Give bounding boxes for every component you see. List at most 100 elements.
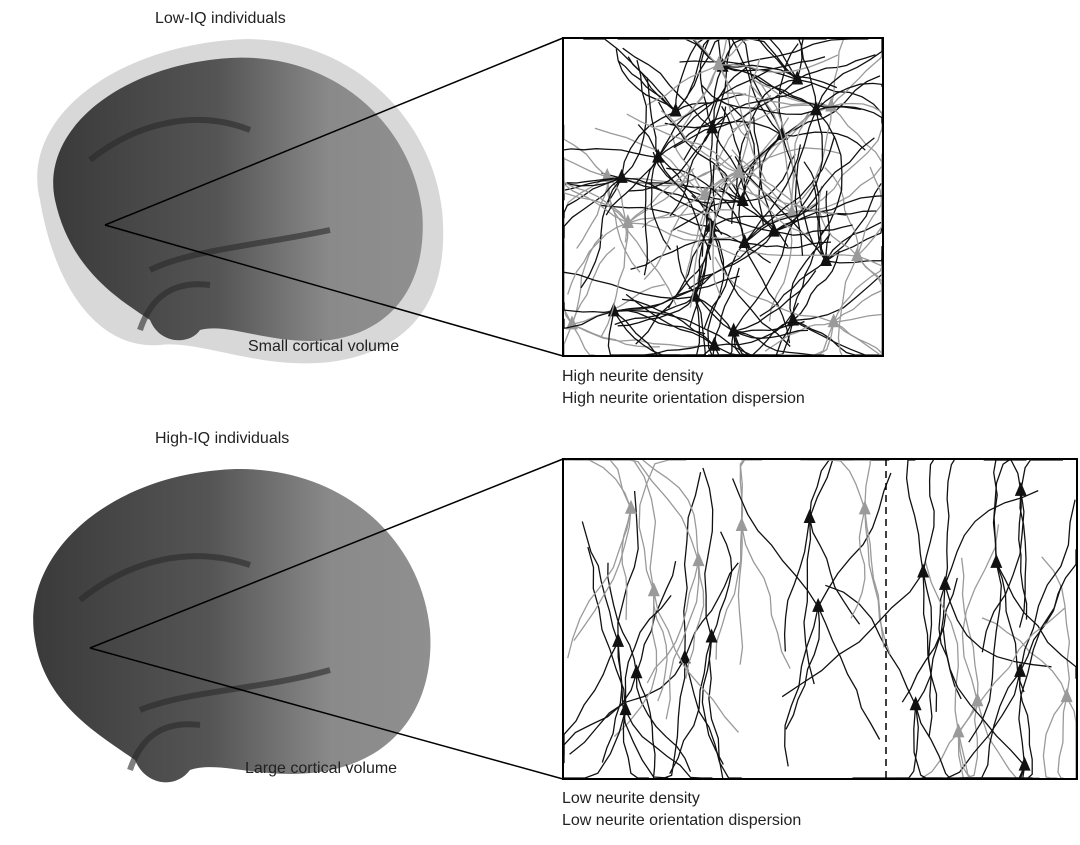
neurite <box>922 459 935 573</box>
volume-label-small: Small cortical volume <box>248 338 400 355</box>
neurite <box>924 561 960 733</box>
neurite <box>922 572 933 738</box>
neuron <box>646 38 839 182</box>
neurite <box>737 526 744 665</box>
soma <box>827 313 840 328</box>
neurite <box>691 194 774 233</box>
neurite <box>944 490 1039 586</box>
soma <box>678 649 691 664</box>
neurite <box>626 113 740 174</box>
neurite <box>755 75 795 213</box>
neurite <box>744 135 836 244</box>
neurite <box>791 127 883 214</box>
neurite <box>1019 549 1077 673</box>
neurite <box>621 177 723 235</box>
neurite <box>764 321 834 352</box>
neuron <box>781 459 938 738</box>
soma <box>732 163 745 178</box>
neurite <box>711 38 731 129</box>
neurite <box>653 591 668 702</box>
neurite <box>746 78 798 127</box>
neurite <box>850 509 866 619</box>
neurite <box>699 38 713 129</box>
neurite <box>669 127 713 217</box>
neurite <box>815 109 843 238</box>
neurite <box>653 591 739 733</box>
neurite <box>614 296 696 326</box>
soma <box>738 234 751 249</box>
neurite <box>617 490 639 642</box>
neurite <box>711 83 813 129</box>
neurite <box>738 58 761 174</box>
neurite <box>600 222 629 338</box>
neurite <box>739 459 762 527</box>
neurite <box>563 271 695 300</box>
neurite <box>613 309 706 335</box>
soma <box>624 499 637 514</box>
neurite <box>960 557 979 702</box>
soma <box>767 222 780 237</box>
neurite <box>620 345 715 356</box>
neurite <box>856 255 883 324</box>
neurite <box>1066 696 1077 778</box>
soma <box>791 70 804 85</box>
soma <box>692 552 705 567</box>
neurite <box>607 110 676 204</box>
neurite <box>615 48 677 112</box>
neurite <box>803 161 827 262</box>
neurite <box>817 606 881 740</box>
neurite <box>824 167 859 257</box>
neurite <box>1057 697 1068 779</box>
neurite <box>817 472 892 608</box>
neurite <box>710 531 733 638</box>
neurite <box>664 120 783 136</box>
neuron <box>896 524 1039 779</box>
neurite <box>1018 671 1033 779</box>
neurite <box>576 176 608 249</box>
neurite <box>808 517 861 625</box>
neuron <box>669 467 733 779</box>
neuron <box>901 459 1052 703</box>
neurite <box>643 157 659 276</box>
soma <box>1014 662 1027 677</box>
neurite <box>782 131 866 151</box>
zoom-lines-top <box>104 37 564 357</box>
neurite <box>833 321 883 355</box>
neurite <box>722 64 838 89</box>
neurite <box>660 110 740 174</box>
neurite <box>669 637 713 775</box>
neurite <box>622 298 715 347</box>
neurite <box>638 459 687 592</box>
neurite <box>621 59 647 179</box>
neurite <box>901 584 946 703</box>
neurite <box>825 182 882 262</box>
neurite <box>742 153 796 202</box>
neurite <box>684 195 706 281</box>
neurite <box>914 705 983 779</box>
neurite <box>833 283 883 323</box>
neurite <box>815 105 883 124</box>
neurite <box>718 64 749 140</box>
neuron <box>921 499 1077 779</box>
neurite <box>783 517 811 652</box>
neurite <box>983 459 1022 491</box>
neurite <box>567 222 629 295</box>
neurite <box>657 116 724 159</box>
neurite <box>571 323 660 348</box>
neurite <box>718 99 756 202</box>
neurite <box>809 459 890 519</box>
neurite <box>622 710 649 779</box>
neurite <box>718 186 775 232</box>
neurite <box>944 584 1052 668</box>
neurite <box>643 172 740 281</box>
neurite <box>825 584 917 706</box>
neurite <box>674 38 708 112</box>
neurite <box>753 117 775 232</box>
soma <box>819 251 832 266</box>
neurite <box>992 459 1027 563</box>
neurite <box>635 672 656 779</box>
neurite <box>738 172 810 237</box>
soma <box>699 186 712 201</box>
dispersion-label-low: Low neurite orientation dispersion <box>562 812 802 829</box>
neurite <box>722 66 862 110</box>
